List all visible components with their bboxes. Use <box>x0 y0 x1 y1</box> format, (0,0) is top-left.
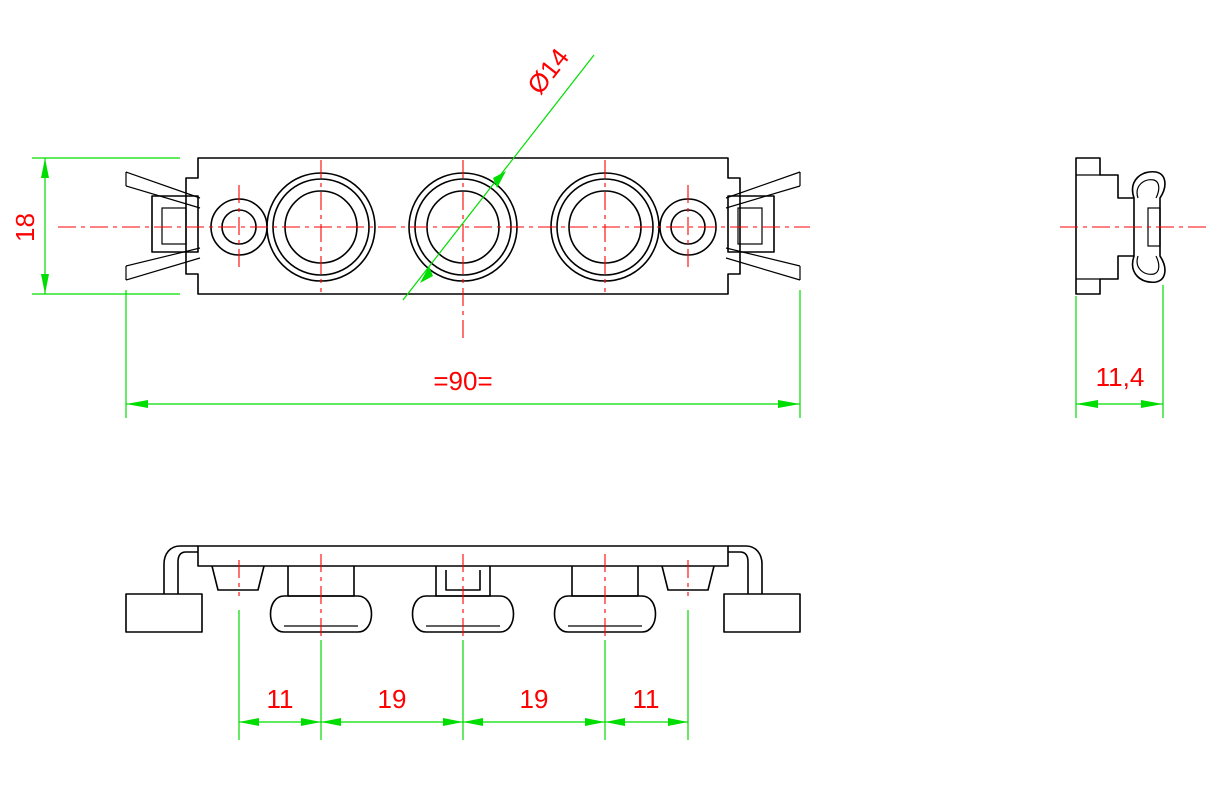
height-dimension: 18 <box>10 157 180 295</box>
front-view: Ø14 18 =90= <box>10 42 810 418</box>
small-boss-right <box>661 565 715 591</box>
diameter-dimension: Ø14 <box>402 42 595 301</box>
pitch-label-4: 11 <box>633 684 660 714</box>
bottom-centerlines <box>238 554 689 640</box>
side-view: 11,4 <box>1060 157 1210 418</box>
height-label: 18 <box>10 213 40 242</box>
length-label: =90= <box>433 366 492 396</box>
pitch-label-2: 19 <box>378 684 407 714</box>
bottom-plate-outline <box>197 545 729 567</box>
left-end-block <box>125 593 203 633</box>
length-dimension: =90= <box>125 290 801 418</box>
thickness-dimension: 11,4 <box>1075 285 1164 418</box>
small-boss-left <box>211 565 265 591</box>
diameter-label: Ø14 <box>521 42 575 99</box>
bottom-view: 11 19 19 11 <box>125 545 801 740</box>
right-clip <box>725 171 801 281</box>
pitch-label-3: 19 <box>520 684 549 714</box>
right-end-block <box>723 593 801 633</box>
pitch-label-1: 11 <box>267 684 294 714</box>
pitch-dimensions: 11 19 19 11 <box>238 610 689 740</box>
front-centerlines <box>58 160 810 340</box>
front-plate-outline <box>185 157 741 295</box>
left-clip <box>125 171 201 281</box>
thickness-label: 11,4 <box>1096 362 1145 392</box>
side-body-outline <box>1075 157 1135 295</box>
